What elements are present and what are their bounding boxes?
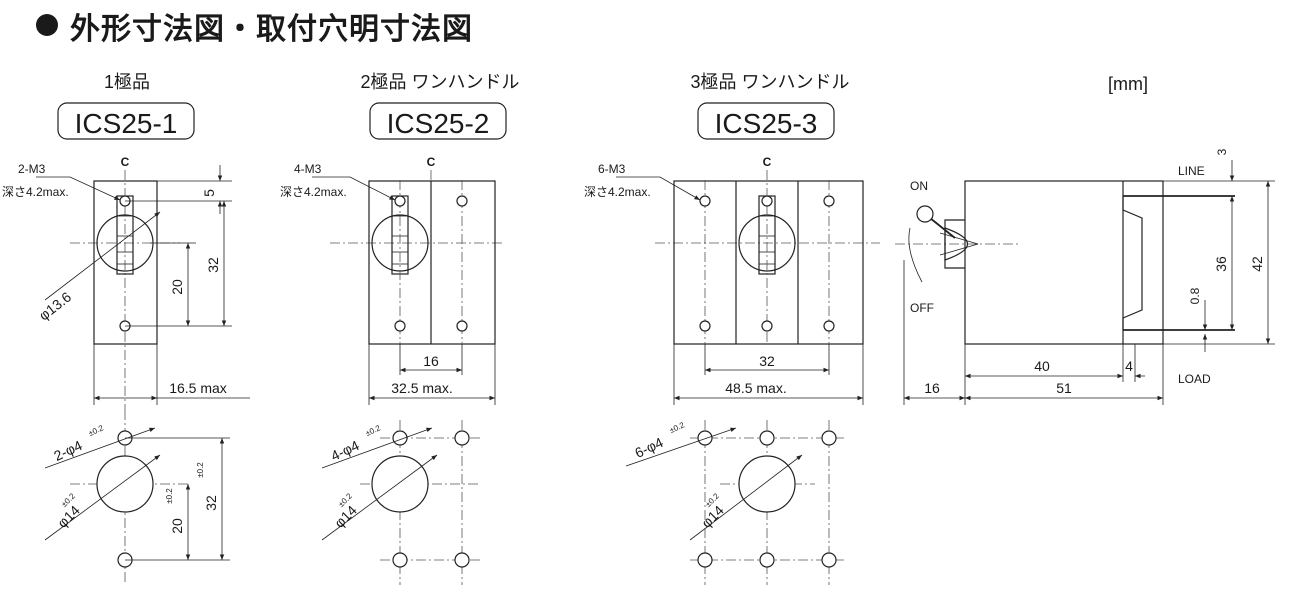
mount-hole-2c (392, 552, 408, 568)
dim-16: 16 (924, 380, 940, 396)
mount-hole-3c (821, 430, 837, 446)
mount-hole-2a (392, 430, 408, 446)
model-box-1 (57, 102, 195, 140)
screw-depth-1: 深さ4.2max. (2, 185, 69, 199)
center-mark-3: C (763, 155, 772, 169)
screw-spec-3: 6-M3 (598, 162, 626, 176)
hole-spec-3: 6-φ4 (632, 434, 666, 461)
mount-hole-2b (454, 430, 470, 446)
dim-4: 4 (1125, 358, 1133, 374)
screw-spec-2: 4-M3 (294, 162, 322, 176)
dim-width-1: 16.5 max (169, 380, 227, 396)
mount-hole-3f (821, 552, 837, 568)
center-mark-1: C (121, 155, 130, 169)
section-title: 外形寸法図・取付穴明寸法図 (36, 4, 473, 48)
screw-depth-3: 深さ4.2max. (584, 185, 651, 199)
model-box-3 (697, 102, 835, 140)
mount-hole-2d (454, 552, 470, 568)
ics25-1-drawing: 1極品 ICS25-1 C 2-M3 深さ4.2max. 5 32 20 φ13… (2, 72, 250, 585)
dim-0-8: 0.8 (1188, 287, 1202, 304)
hole-tol-1: ±0.2 (87, 423, 105, 438)
bullet-icon (36, 14, 58, 36)
on-label: ON (910, 179, 928, 193)
breaker-body-3 (673, 180, 864, 345)
off-label: OFF (910, 301, 934, 315)
dim-40: 40 (1034, 358, 1050, 374)
ics25-3-drawing: 3極品 ワンハンドル ICS25-3 C 6-M3 深さ4.2max. 32 (584, 72, 880, 585)
dim-width-3: 48.5 max. (725, 380, 786, 396)
dim-5: 5 (201, 189, 217, 197)
mount-big-hole-3 (738, 455, 796, 513)
hole-dim-32-tol: ±0.2 (196, 462, 205, 478)
title-text: 外形寸法図・取付穴明寸法図 (70, 12, 473, 47)
mount-hole-3d (697, 552, 713, 568)
breaker-body-2 (368, 180, 496, 345)
dim-36: 36 (1213, 256, 1229, 272)
mount-hole-3e (759, 552, 775, 568)
model-label-2: ICS25-2 (387, 108, 490, 139)
dim-pitch-2: 16 (423, 353, 439, 369)
dim-3: 3 (1215, 148, 1229, 155)
mount-hole-3a (697, 430, 713, 446)
screw-depth-2: 深さ4.2max. (280, 185, 347, 199)
dim-pitch-3: 32 (759, 353, 775, 369)
dim-51: 51 (1056, 380, 1072, 396)
subtitle-1pole: 1極品 (104, 72, 150, 92)
dim-42: 42 (1249, 256, 1265, 272)
dim-32: 32 (205, 257, 221, 273)
load-label: LOAD (1178, 372, 1211, 386)
dim-dia-13-6: φ13.6 (36, 288, 75, 323)
side-view-drawing: [mm] ON OFF LINE LOAD 42 36 3 0.8 (895, 74, 1275, 405)
side-body (964, 180, 1164, 345)
subtitle-3pole: 3極品 ワンハンドル (690, 72, 849, 92)
model-label-1: ICS25-1 (75, 108, 178, 139)
hole-dim-20: 20 (169, 518, 185, 534)
hole-dim-20-tol: ±0.2 (165, 488, 174, 504)
hole-tol-3: ±0.2 (668, 420, 686, 435)
line-label: LINE (1178, 164, 1205, 178)
handle-knob (916, 205, 934, 223)
screw-spec-1: 2-M3 (18, 162, 46, 176)
mount-big-hole-1 (96, 455, 154, 513)
subtitle-2pole: 2極品 ワンハンドル (360, 72, 519, 92)
model-box-2 (369, 102, 507, 140)
unit-label: [mm] (1108, 74, 1148, 94)
model-label-3: ICS25-3 (715, 108, 818, 139)
center-mark-2: C (427, 155, 436, 169)
hole-dim-32: 32 (203, 495, 219, 511)
mount-big-hole-2 (371, 455, 429, 513)
ics25-2-drawing: 2極品 ワンハンドル ICS25-2 C 4-M3 深さ4.2max. 16 3… (280, 72, 520, 585)
dim-20: 20 (169, 279, 185, 295)
mount-hole-3b (759, 430, 775, 446)
dim-width-2: 32.5 max. (391, 380, 452, 396)
hole-tol-2: ±0.2 (364, 423, 382, 438)
